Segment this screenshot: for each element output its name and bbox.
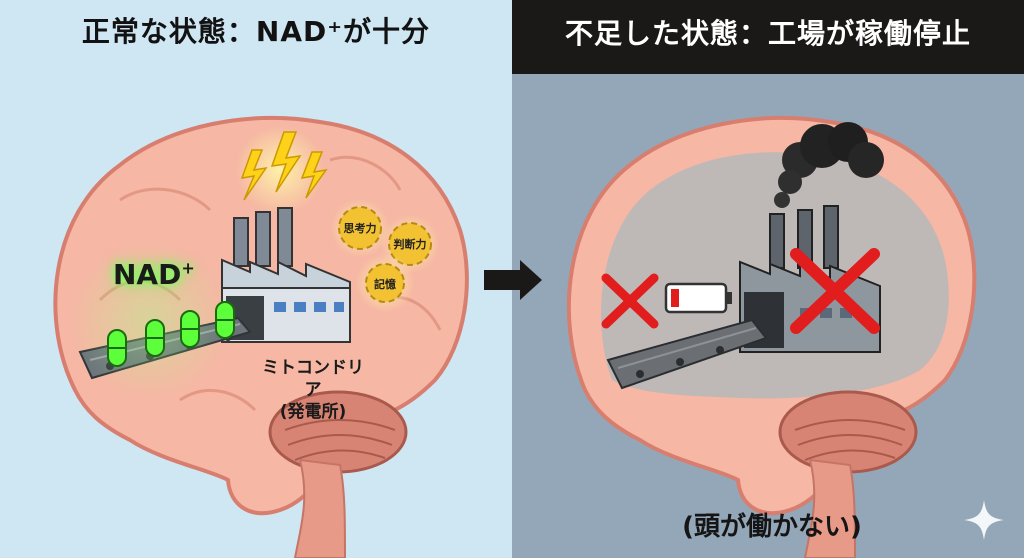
cross-icon-small [601,273,659,329]
left-brainstem [293,458,346,558]
lightning-icon [235,125,328,215]
arrow-right-icon [484,260,542,300]
right-title-bar [512,0,1024,74]
right-cerebellum [778,390,918,474]
sparkle-icon [964,500,1004,540]
smoke-icon [774,122,884,208]
gear-label-memory: 記憶 [374,278,396,291]
gear-label-thinking: 思考力 [343,222,377,235]
battery-low-icon [664,282,732,314]
mitochondria-label-line2: (発電所) [279,402,347,422]
left-title: 正常な状態：NAD⁺が十分 [81,15,431,48]
bottom-caption: (頭が働かない) [682,512,862,542]
gear-icon-judgment [380,214,440,274]
gear-icon-thinking [330,198,390,258]
right-title: 不足した状態：工場が稼働停止 [564,17,971,50]
nad-label-text: NAD [113,258,182,291]
nad-label: NAD+ [113,258,195,291]
right-brainstem [803,458,856,558]
cross-icon-large [790,248,880,334]
conveyor-icon-right [606,318,768,390]
mitochondria-label: ミトコンドリア (発電所) [258,357,368,423]
mitochondria-label-line1: ミトコンドリア [262,358,364,400]
capsule-icon [70,240,235,400]
gear-label-judgment: 判断力 [393,238,427,251]
nad-label-sup: + [181,258,195,278]
gear-icon-memory [355,253,415,313]
